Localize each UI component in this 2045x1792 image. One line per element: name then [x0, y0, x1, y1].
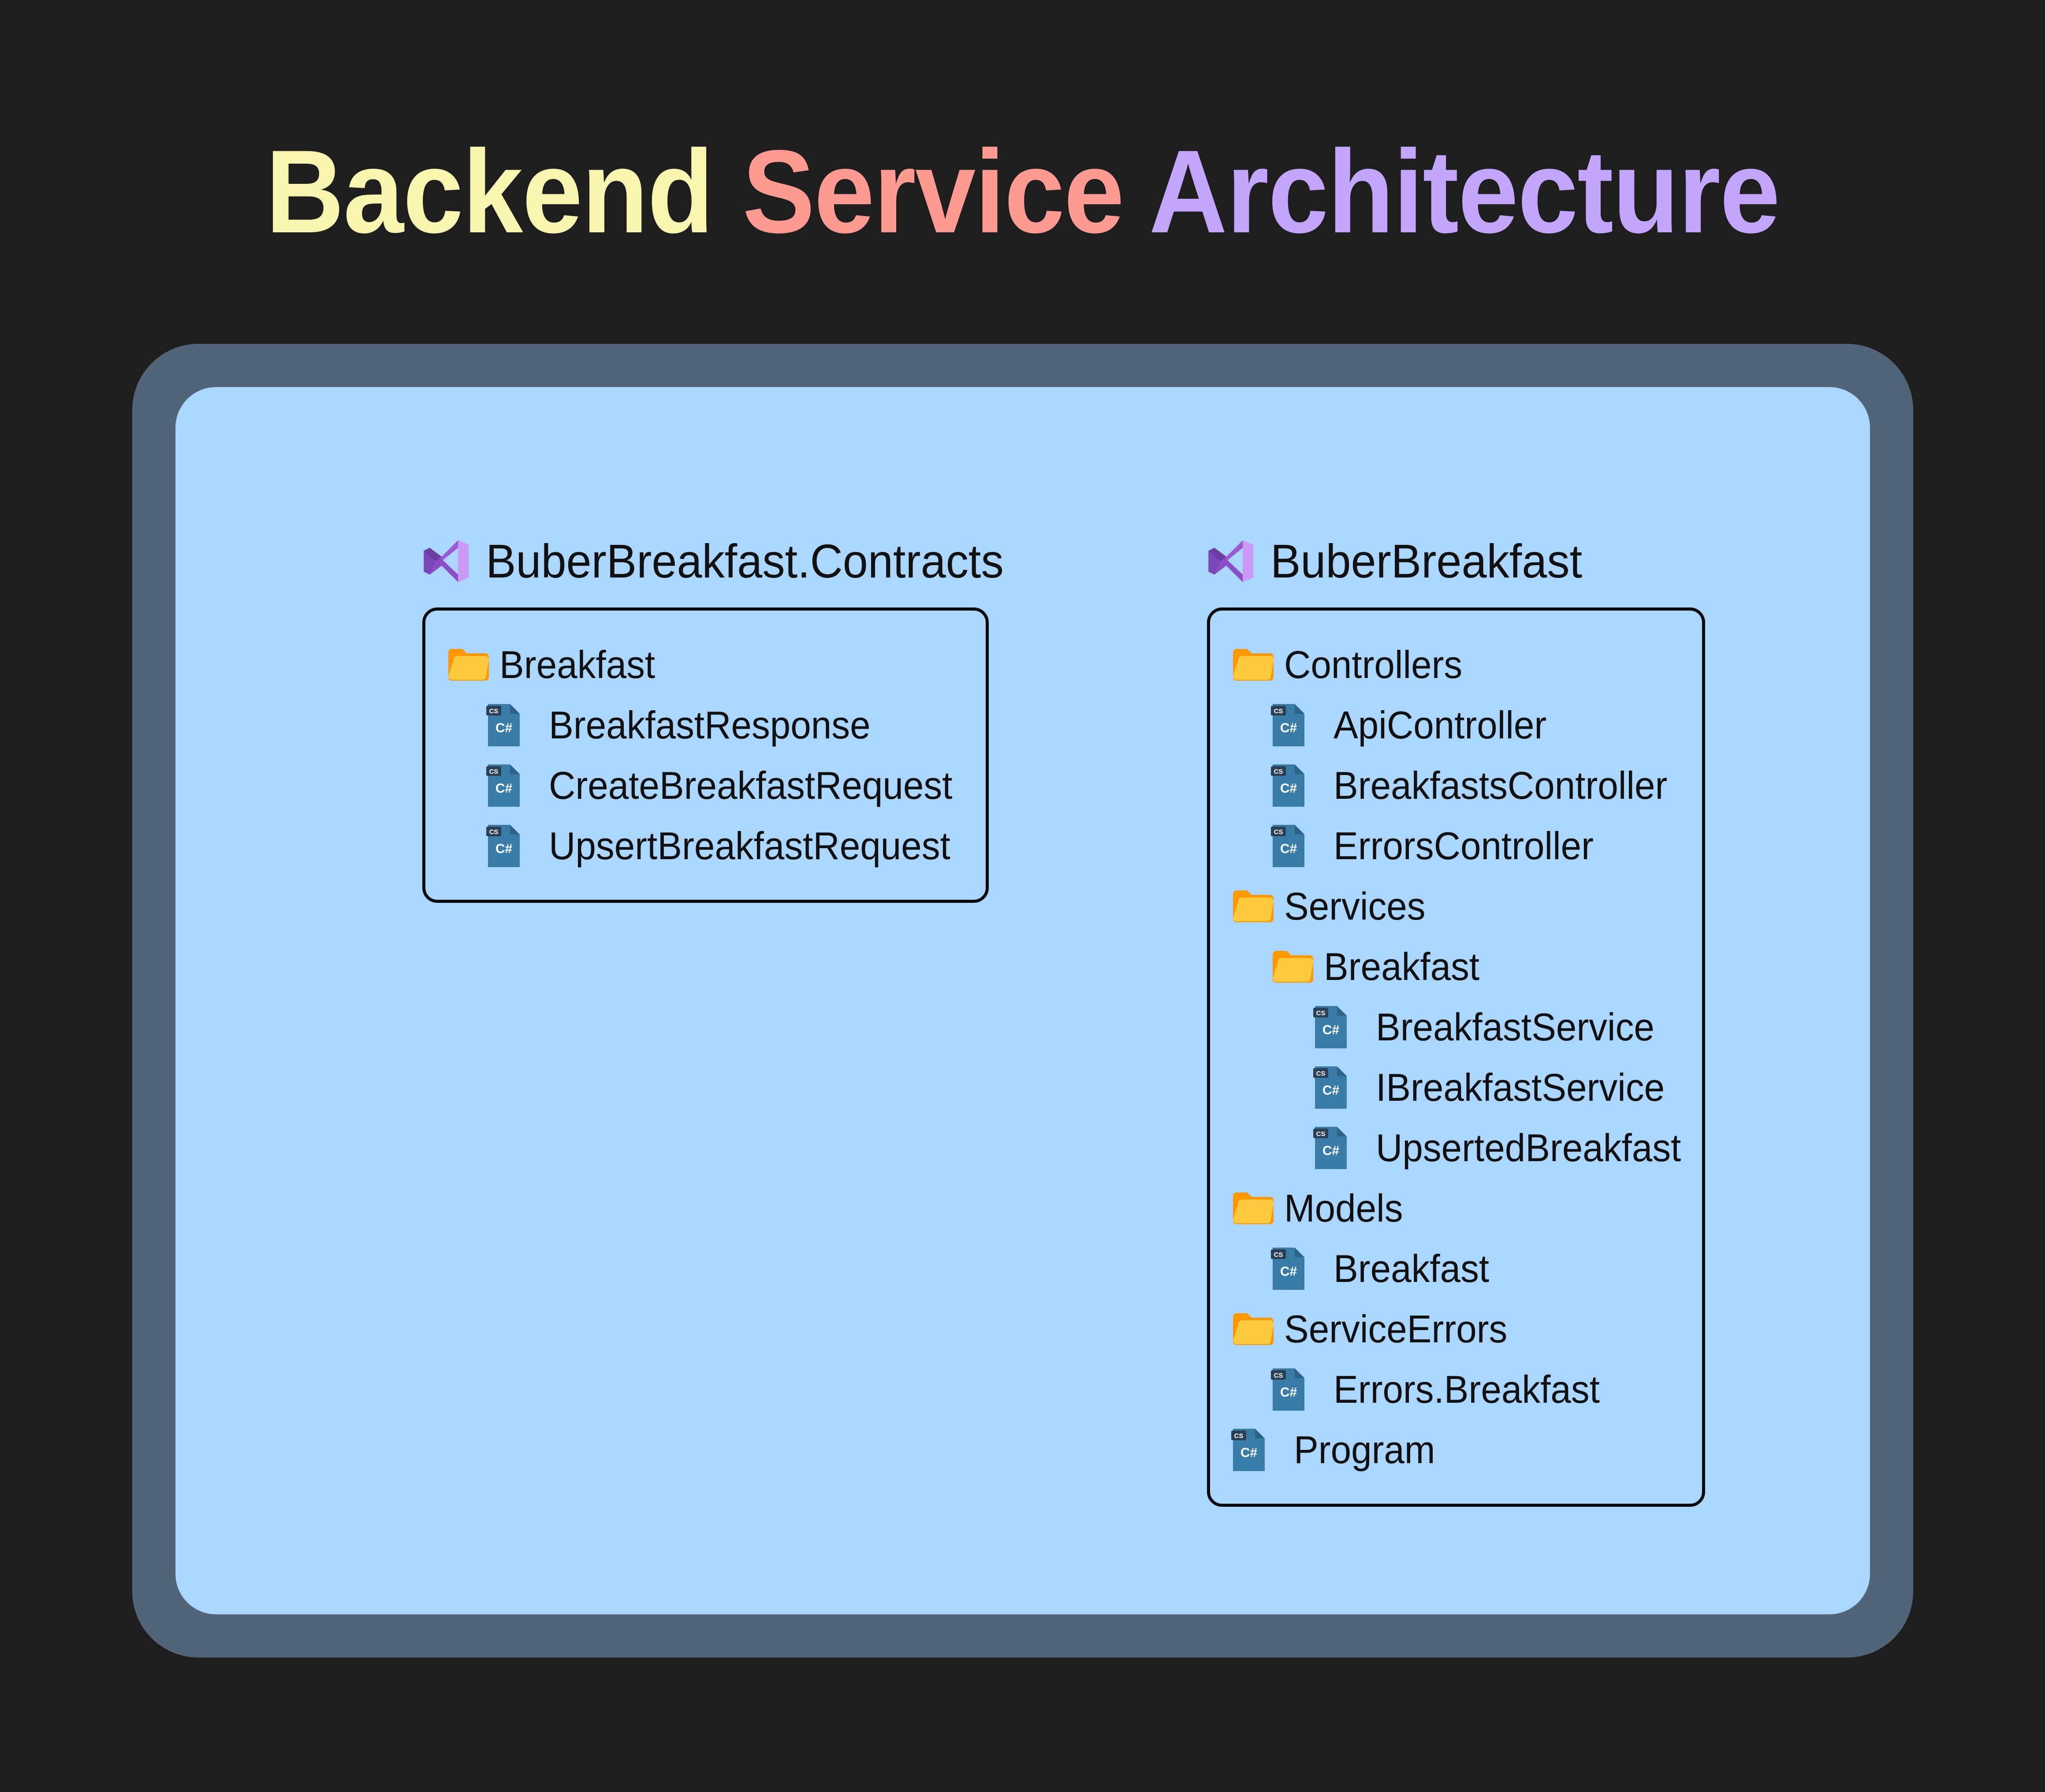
project-name-label: BuberBreakfast [1270, 534, 1583, 588]
tree-row[interactable]: CS C# BreakfastResponse [486, 695, 955, 755]
folder-icon [1231, 1311, 1274, 1347]
diagram-panel: BuberBreakfast.Contracts Breakfast [175, 387, 1870, 1614]
tree-item-label: BreakfastService [1376, 1005, 1654, 1049]
csharp-file-icon: CS C# [1271, 702, 1306, 748]
csharp-file-icon: CS C# [1271, 1367, 1306, 1412]
svg-text:CS: CS [1274, 1251, 1283, 1259]
svg-text:CS: CS [1316, 1130, 1326, 1138]
tree-row[interactable]: Breakfast [1271, 936, 1671, 997]
folder-icon [1231, 889, 1274, 924]
title-word-backend: Backend [265, 125, 714, 257]
svg-text:CS: CS [1316, 1010, 1326, 1017]
csharp-file-icon: CS C# [1313, 1004, 1348, 1050]
tree-row[interactable]: CS C# CreateBreakfastRequest [486, 755, 955, 816]
tree-row[interactable]: CS C# Errors.Breakfast [1271, 1359, 1671, 1419]
svg-text:C#: C# [495, 842, 513, 856]
tree-row[interactable]: Controllers [1231, 634, 1671, 695]
tree-item-label: Breakfast [1334, 1246, 1490, 1290]
tree-row[interactable]: Services [1231, 876, 1671, 936]
csharp-file-icon: CS C# [1313, 1125, 1348, 1171]
tree-item-label: BreakfastsController [1334, 763, 1668, 807]
tree-item-label: BreakfastResponse [549, 703, 871, 747]
title-word-service: Service [742, 125, 1124, 257]
tree-item-label: IBreakfastService [1376, 1065, 1665, 1109]
tree-row[interactable]: CS C# BreakfastService [1313, 997, 1671, 1057]
title-space-1 [713, 125, 742, 257]
folder-icon [1231, 1191, 1274, 1226]
tree-item-label: Controllers [1284, 642, 1463, 686]
csharp-file-icon: CS C# [1271, 1246, 1306, 1292]
svg-text:C#: C# [1280, 1385, 1297, 1400]
svg-text:C#: C# [495, 781, 513, 796]
csharp-file-icon: CS C# [486, 763, 521, 808]
csharp-file-icon: CS C# [1271, 823, 1306, 869]
tree-row[interactable]: CS C# Program [1231, 1419, 1671, 1480]
tree-row[interactable]: Breakfast [447, 634, 955, 695]
tree-row[interactable]: CS C# Breakfast [1271, 1238, 1671, 1299]
tree-item-label: Services [1284, 884, 1426, 928]
svg-text:CS: CS [489, 828, 499, 836]
tree-row[interactable]: CS C# BreakfastsController [1271, 755, 1671, 816]
svg-text:CS: CS [1274, 708, 1283, 715]
svg-text:C#: C# [1280, 842, 1297, 856]
svg-text:C#: C# [1322, 1083, 1340, 1098]
tree-item-label: ApiController [1334, 703, 1547, 747]
svg-text:CS: CS [1316, 1070, 1326, 1077]
csharp-file-icon: CS C# [486, 823, 521, 869]
title-word-architecture: Architecture [1149, 125, 1780, 257]
folder-icon [1271, 949, 1313, 984]
tree-row[interactable]: CS C# ApiController [1271, 695, 1671, 755]
tree-item-label: Breakfast [1324, 944, 1480, 988]
folder-icon [1231, 647, 1274, 682]
svg-text:CS: CS [489, 708, 499, 715]
title-space-2 [1124, 125, 1149, 257]
project-header-left: BuberBreakfast.Contracts [422, 533, 1031, 590]
tree-row[interactable]: ServiceErrors [1231, 1299, 1671, 1359]
csharp-file-icon: CS C# [486, 702, 521, 748]
tree-item-label: Program [1294, 1427, 1435, 1472]
csharp-file-icon: CS C# [1231, 1427, 1266, 1473]
svg-text:C#: C# [1280, 1264, 1297, 1279]
svg-text:CS: CS [1274, 768, 1283, 775]
svg-text:CS: CS [1274, 828, 1283, 836]
file-tree-buberbreakfast: Controllers CS C# ApiControlle [1207, 607, 1705, 1507]
project-header-right: BuberBreakfast [1207, 533, 1705, 590]
svg-text:C#: C# [1322, 1023, 1340, 1037]
visual-studio-icon [1207, 537, 1255, 585]
tree-row[interactable]: Models [1231, 1178, 1671, 1238]
tree-row[interactable]: CS C# ErrorsController [1271, 816, 1671, 876]
svg-text:C#: C# [1240, 1446, 1258, 1460]
page-title: Backend Service Architecture [82, 132, 1963, 250]
visual-studio-icon [422, 537, 470, 585]
csharp-file-icon: CS C# [1313, 1065, 1348, 1110]
folder-icon [447, 647, 489, 682]
file-tree-contracts: Breakfast CS C# [422, 607, 989, 903]
svg-text:CS: CS [1234, 1432, 1244, 1440]
svg-text:CS: CS [489, 768, 499, 775]
tree-row[interactable]: CS C# UpsertedBreakfast [1313, 1118, 1681, 1178]
tree-row[interactable]: CS C# UpsertBreakfastRequest [486, 816, 955, 876]
svg-text:C#: C# [1280, 721, 1297, 735]
tree-item-label: CreateBreakfastRequest [549, 763, 953, 807]
project-buberbreakfast-contracts: BuberBreakfast.Contracts Breakfast [422, 533, 1031, 903]
csharp-file-icon: CS C# [1271, 763, 1306, 808]
tree-item-label: Errors.Breakfast [1334, 1367, 1600, 1411]
project-name-label: BuberBreakfast.Contracts [486, 534, 1004, 588]
outer-frame: BuberBreakfast.Contracts Breakfast [132, 344, 1913, 1658]
svg-text:C#: C# [1280, 781, 1297, 796]
tree-item-label: ErrorsController [1334, 823, 1594, 868]
tree-item-label: Models [1284, 1186, 1403, 1230]
svg-text:C#: C# [1322, 1144, 1340, 1158]
tree-item-label: Breakfast [499, 642, 656, 686]
tree-item-label: UpsertedBreakfast [1376, 1125, 1681, 1170]
svg-text:CS: CS [1274, 1372, 1283, 1379]
svg-text:C#: C# [495, 721, 513, 735]
tree-item-label: UpsertBreakfastRequest [549, 823, 950, 868]
project-buberbreakfast: BuberBreakfast Controllers [1207, 533, 1705, 1507]
tree-item-label: ServiceErrors [1284, 1307, 1508, 1351]
tree-row[interactable]: CS C# IBreakfastService [1313, 1057, 1671, 1118]
